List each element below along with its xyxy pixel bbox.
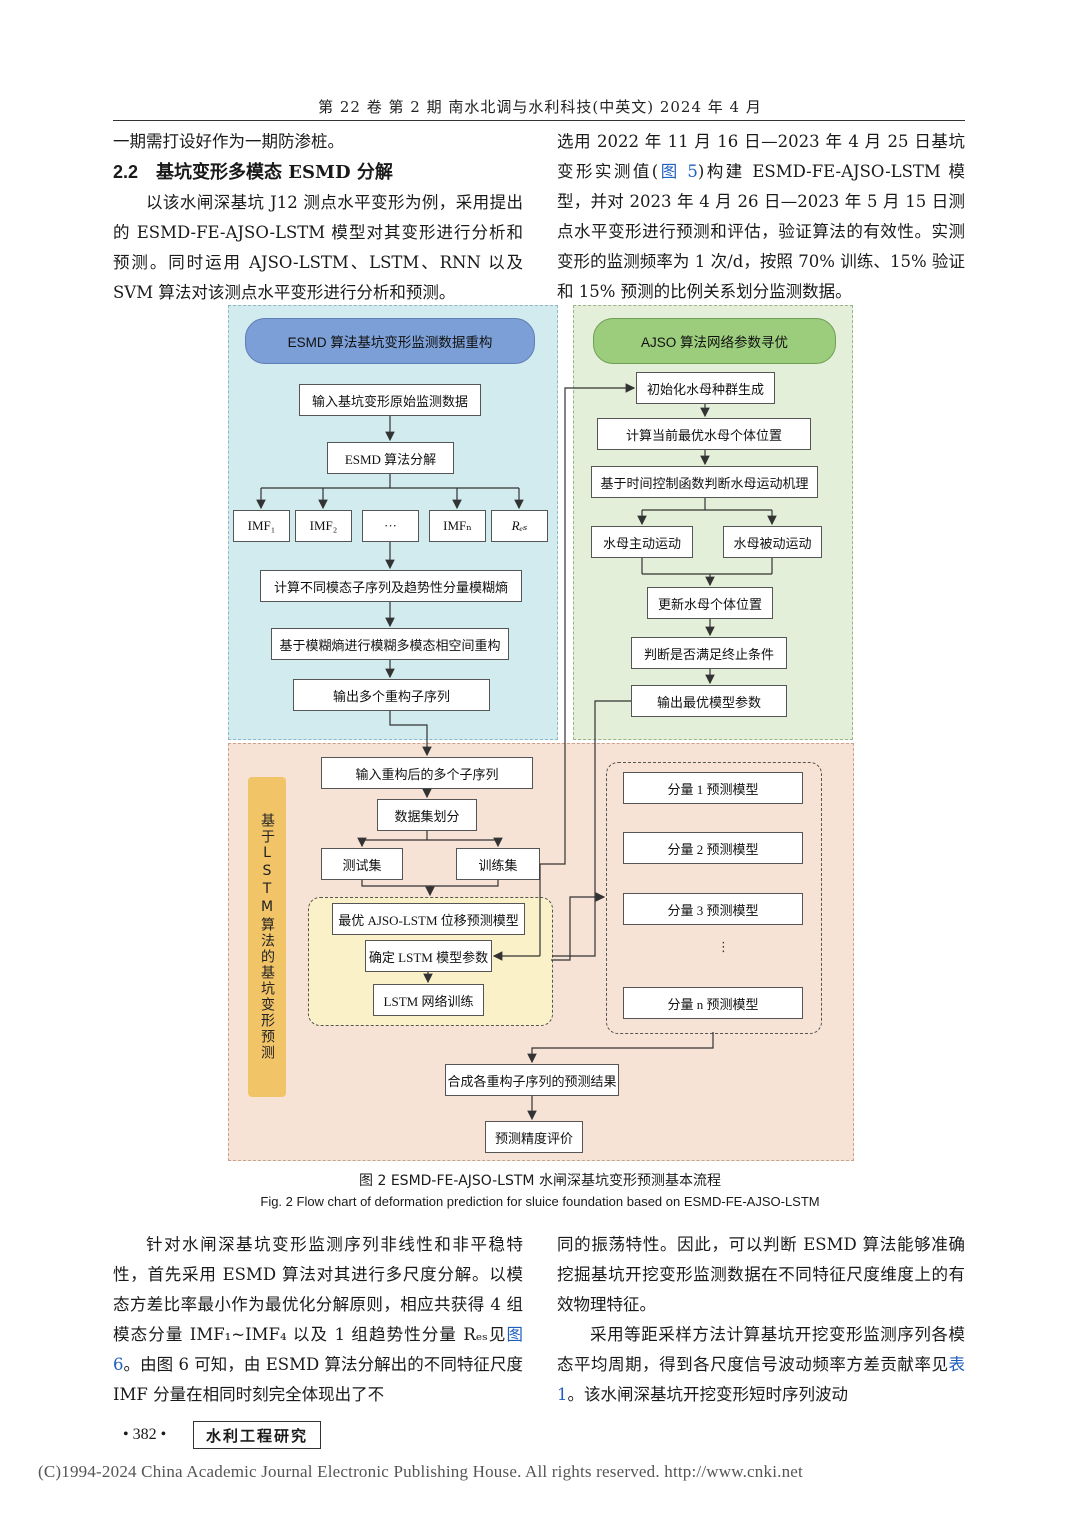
figure-caption-cn: 图 2 ESMD-FE-AJSO-LSTM 水闸深基坑变形预测基本流程 [359,1173,721,1189]
paragraph: 以该水闸深基坑 J12 测点水平变形为例，采用提出的 ESMD-FE-AJSO-… [113,193,523,302]
paragraph-text: 。该水闸深基坑开挖变形短时序列波动 [567,1385,849,1404]
flow-box-residue: Rₑₛ [491,510,548,542]
table-reference-link[interactable]: 表 1 [557,1355,965,1404]
flow-box-component-2: 分量 2 预测模型 [623,832,803,864]
flow-box-output-params: 输出最优模型参数 [631,685,787,717]
paragraph-text: 针对水闸深基坑变形监测序列非线性和非平稳特性，首先采用 ESMD 算法对其进行多… [113,1235,523,1344]
flow-box-fuzzy-entropy: 计算不同模态子序列及趋势性分量模糊熵 [260,570,522,602]
lstm-vertical-label: 基于LSTM算法的基坑变形预测 [248,777,286,1097]
flow-box-imf-ellipsis: ··· [362,510,419,542]
flow-box-component-n: 分量 n 预测模型 [623,987,803,1019]
flow-box-update: 更新水母个体位置 [647,587,773,619]
paragraph: 针对水闸深基坑变形监测序列非线性和非平稳特性，首先采用 ESMD 算法对其进行多… [113,1230,523,1410]
paragraph-text: 。由图 6 可知，由 ESMD 算法分解出的不同特征尺度 IMF 分量在相同时刻… [113,1355,523,1404]
paragraph: 采用等距采样方法计算基坑开挖变形监测序列各模态平均周期，得到各尺度信号波动频率方… [557,1320,965,1410]
left-column-bottom: 针对水闸深基坑变形监测序列非线性和非平稳特性，首先采用 ESMD 算法对其进行多… [113,1230,523,1410]
flow-box-train-set: 训练集 [456,848,540,880]
flow-box-calc-best: 计算当前最优水母个体位置 [597,418,811,450]
paragraph-continued: 一期需打设好作为一期防渗桩。 [113,132,344,151]
flow-box-reconstruct: 基于模糊熵进行模糊多模态相空间重构 [271,628,509,660]
flow-box-lstm-params: 确定 LSTM 模型参数 [365,940,492,972]
flow-box-time-control: 基于时间控制函数判断水母运动机理 [591,466,818,498]
figure-reference-link[interactable]: 图 6 [113,1325,523,1374]
ajso-panel [573,305,853,740]
left-column-top: 一期需打设好作为一期防渗桩。 2.2 基坑变形多模态 ESMD 分解 以该水闸深基… [113,127,523,308]
flow-box-imf2: IMF₂ [295,510,352,542]
flow-box-lstm-train: LSTM 网络训练 [373,984,484,1016]
right-column-bottom: 同的振荡特性。因此，可以判断 ESMD 算法能够准确挖掘基坑开挖变形监测数据在不… [557,1230,965,1410]
copyright-line: (C)1994-2024 China Academic Journal Elec… [38,1462,803,1481]
section-heading: 2.2 基坑变形多模态 ESMD 分解 [113,157,523,188]
flow-box-best-model: 最优 AJSO-LSTM 位移预测模型 [332,903,525,935]
flow-box-test-set: 测试集 [321,848,403,880]
section-number: 2.2 [113,162,139,182]
journal-badge: 水利工程研究 [193,1421,321,1449]
flow-box-input-raw: 输入基坑变形原始监测数据 [299,384,481,416]
flow-box-passive-motion: 水母被动运动 [723,526,822,558]
figure-caption-en: Fig. 2 Flow chart of deformation predict… [260,1194,820,1209]
figure-reference-link[interactable]: 图 5 [658,162,698,181]
flow-box-imf1: IMF₁ [233,510,290,542]
paragraph-text: 选用 2022 年 11 月 16 日—2023 年 4 月 25 日基坑变形实… [557,132,965,181]
paragraph: 选用 2022 年 11 月 16 日—2023 年 4 月 25 日基坑变形实… [557,127,965,307]
page-number: • 382 • [123,1426,167,1443]
running-header: 第 22 卷 第 2 期 南水北调与水利科技(中英文) 2024 年 4 月 [318,98,762,116]
section-title: 基坑变形多模态 ESMD 分解 [156,162,393,183]
flow-box-component-1: 分量 1 预测模型 [623,772,803,804]
header-rule [113,120,965,121]
right-column-top: 选用 2022 年 11 月 16 日—2023 年 4 月 25 日基坑变形实… [557,127,965,307]
flow-box-imfn: IMFₙ [429,510,486,542]
paragraph-continued: 同的振荡特性。因此，可以判断 ESMD 算法能够准确挖掘基坑开挖变形监测数据在不… [557,1235,965,1314]
lstm-vertical-label-text: 基于LSTM算法的基坑变形预测 [259,813,275,1061]
ajso-title: AJSO 算法网络参数寻优 [593,318,836,364]
flow-box-evaluate: 预测精度评价 [485,1121,583,1153]
flow-box-dataset-split: 数据集划分 [377,799,477,831]
flow-box-esmd-decomp: ESMD 算法分解 [327,442,454,474]
paragraph-text: )构建 ESMD-FE-AJSO-LSTM 模型，并对 2023 年 4 月 2… [557,162,966,301]
flow-box-judge: 判断是否满足终止条件 [631,637,787,669]
flow-box-init-pop: 初始化水母种群生成 [636,372,775,404]
flow-box-combine: 合成各重构子序列的预测结果 [445,1064,619,1096]
paragraph-text: 采用等距采样方法计算基坑开挖变形监测序列各模态平均周期，得到各尺度信号波动频率方… [557,1325,965,1374]
flow-box-output-subseq: 输出多个重构子序列 [293,679,490,711]
flow-box-active-motion: 水母主动运动 [591,526,693,558]
flow-box-input-recon: 输入重构后的多个子序列 [321,757,533,789]
flow-box-component-3: 分量 3 预测模型 [623,893,803,925]
esmd-title: ESMD 算法基坑变形监测数据重构 [245,318,535,364]
component-ellipsis: ⋮ [717,940,730,955]
